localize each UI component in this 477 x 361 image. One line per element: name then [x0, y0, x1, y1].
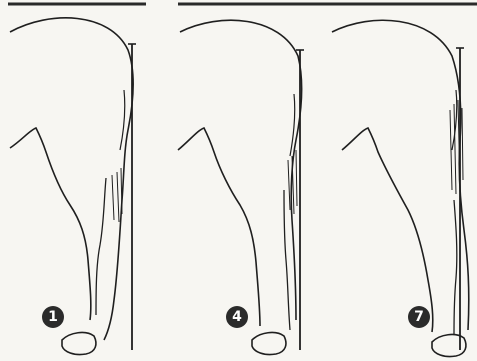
inner-leg-line: [454, 200, 457, 334]
inner-leg-line: [96, 178, 106, 315]
figure-number-badge: 1: [42, 306, 64, 328]
inner-leg-line: [284, 190, 290, 330]
stifle-and-front-of-leg: [10, 128, 91, 320]
figure-number-badge: 4: [226, 306, 248, 328]
hock-shading: [288, 150, 297, 214]
figure-panel-7: 7: [322, 0, 477, 361]
figure-drawing-7: [322, 0, 477, 361]
hoof: [252, 333, 286, 355]
figure-panel-4: 4: [160, 0, 322, 361]
figure-panel-1: 1: [0, 0, 160, 361]
stifle-and-front-of-leg: [178, 128, 260, 326]
rump-and-hind-leg-outline: [10, 18, 133, 340]
stifle-and-front-of-leg: [342, 128, 433, 332]
rump-and-hind-leg-outline: [332, 20, 469, 330]
hoof: [62, 333, 96, 355]
rump-and-hind-leg-outline: [180, 20, 302, 320]
buttock-line: [120, 90, 125, 150]
figure-number-badge: 7: [408, 306, 430, 328]
figure-drawing-1: [0, 0, 160, 361]
